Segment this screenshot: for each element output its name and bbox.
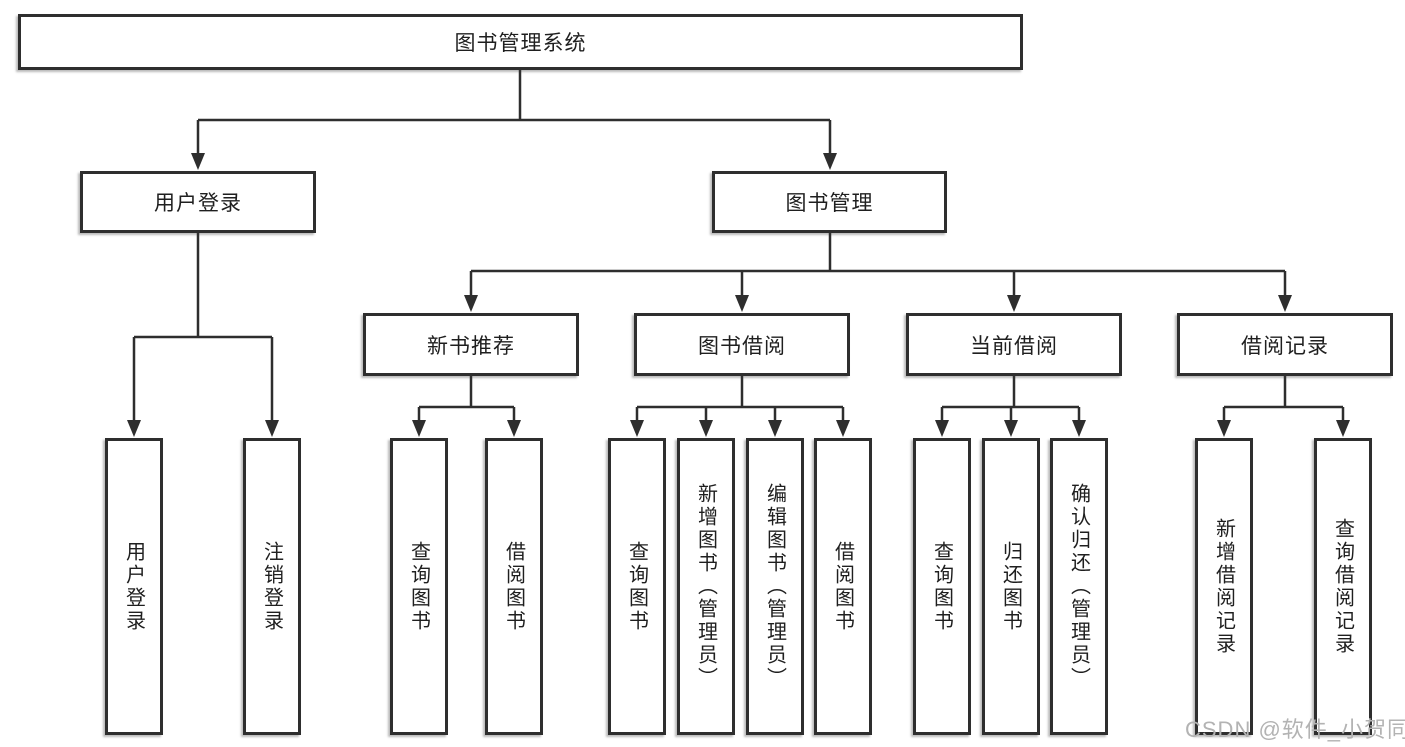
node-new-book-recommend: 新书推荐: [363, 313, 579, 376]
node-current-borrow: 当前借阅: [906, 313, 1122, 376]
arrowhead: [1004, 420, 1018, 437]
edge-user-login-to-leaves: [127, 233, 279, 437]
edge-book-mgmt-to-level3: [464, 233, 1292, 312]
arrowhead: [935, 420, 949, 437]
arrowhead: [630, 420, 644, 437]
leaf-borrow-edit-books-admin: 编辑图书（管理员）: [746, 438, 804, 735]
arrowhead: [507, 420, 521, 437]
csdn-watermark: CSDN @软件_小贺同学: [1185, 717, 1405, 742]
node-root: 图书管理系统: [18, 14, 1023, 70]
leaf-record-add-borrow-record: 新增借阅记录: [1195, 438, 1253, 735]
edge-new-book-to-leaves: [412, 376, 521, 437]
leaf-current-query-books: 查询图书: [913, 438, 971, 735]
leaf-borrow-borrow-books: 借阅图书: [814, 438, 872, 735]
node-book-management: 图书管理: [712, 171, 947, 233]
leaf-current-return-books: 归还图书: [982, 438, 1040, 735]
edge-root-to-level2: [191, 70, 837, 170]
arrowhead: [464, 295, 478, 312]
arrowhead: [699, 420, 713, 437]
leaf-record-query-borrow-record: 查询借阅记录: [1314, 438, 1372, 735]
arrowhead: [265, 420, 279, 437]
node-user-login: 用户登录: [80, 171, 316, 233]
leaf-newbook-query-books: 查询图书: [390, 438, 448, 735]
edge-current-borrow-to-leaves: [935, 376, 1086, 437]
leaf-borrow-query-books: 查询图书: [608, 438, 666, 735]
node-borrow-record: 借阅记录: [1177, 313, 1393, 376]
arrowhead: [412, 420, 426, 437]
leaf-logout: 注销登录: [243, 438, 301, 735]
arrowhead: [191, 153, 205, 170]
arrowhead: [823, 153, 837, 170]
arrowhead: [1278, 295, 1292, 312]
arrowhead: [1007, 295, 1021, 312]
arrowhead: [735, 295, 749, 312]
edge-borrow-record-to-leaves: [1217, 376, 1350, 437]
leaf-newbook-borrow-books: 借阅图书: [485, 438, 543, 735]
node-book-borrow: 图书借阅: [634, 313, 850, 376]
arrowhead: [1217, 420, 1231, 437]
arrowhead: [1072, 420, 1086, 437]
leaf-current-confirm-return-admin: 确认归还（管理员）: [1050, 438, 1108, 735]
leaf-user-login: 用户登录: [105, 438, 163, 735]
arrowhead: [836, 420, 850, 437]
edge-book-borrow-to-leaves: [630, 376, 850, 437]
arrowhead: [1336, 420, 1350, 437]
arrowhead: [127, 420, 141, 437]
arrowhead: [768, 420, 782, 437]
leaf-borrow-add-books-admin: 新增图书（管理员）: [677, 438, 735, 735]
